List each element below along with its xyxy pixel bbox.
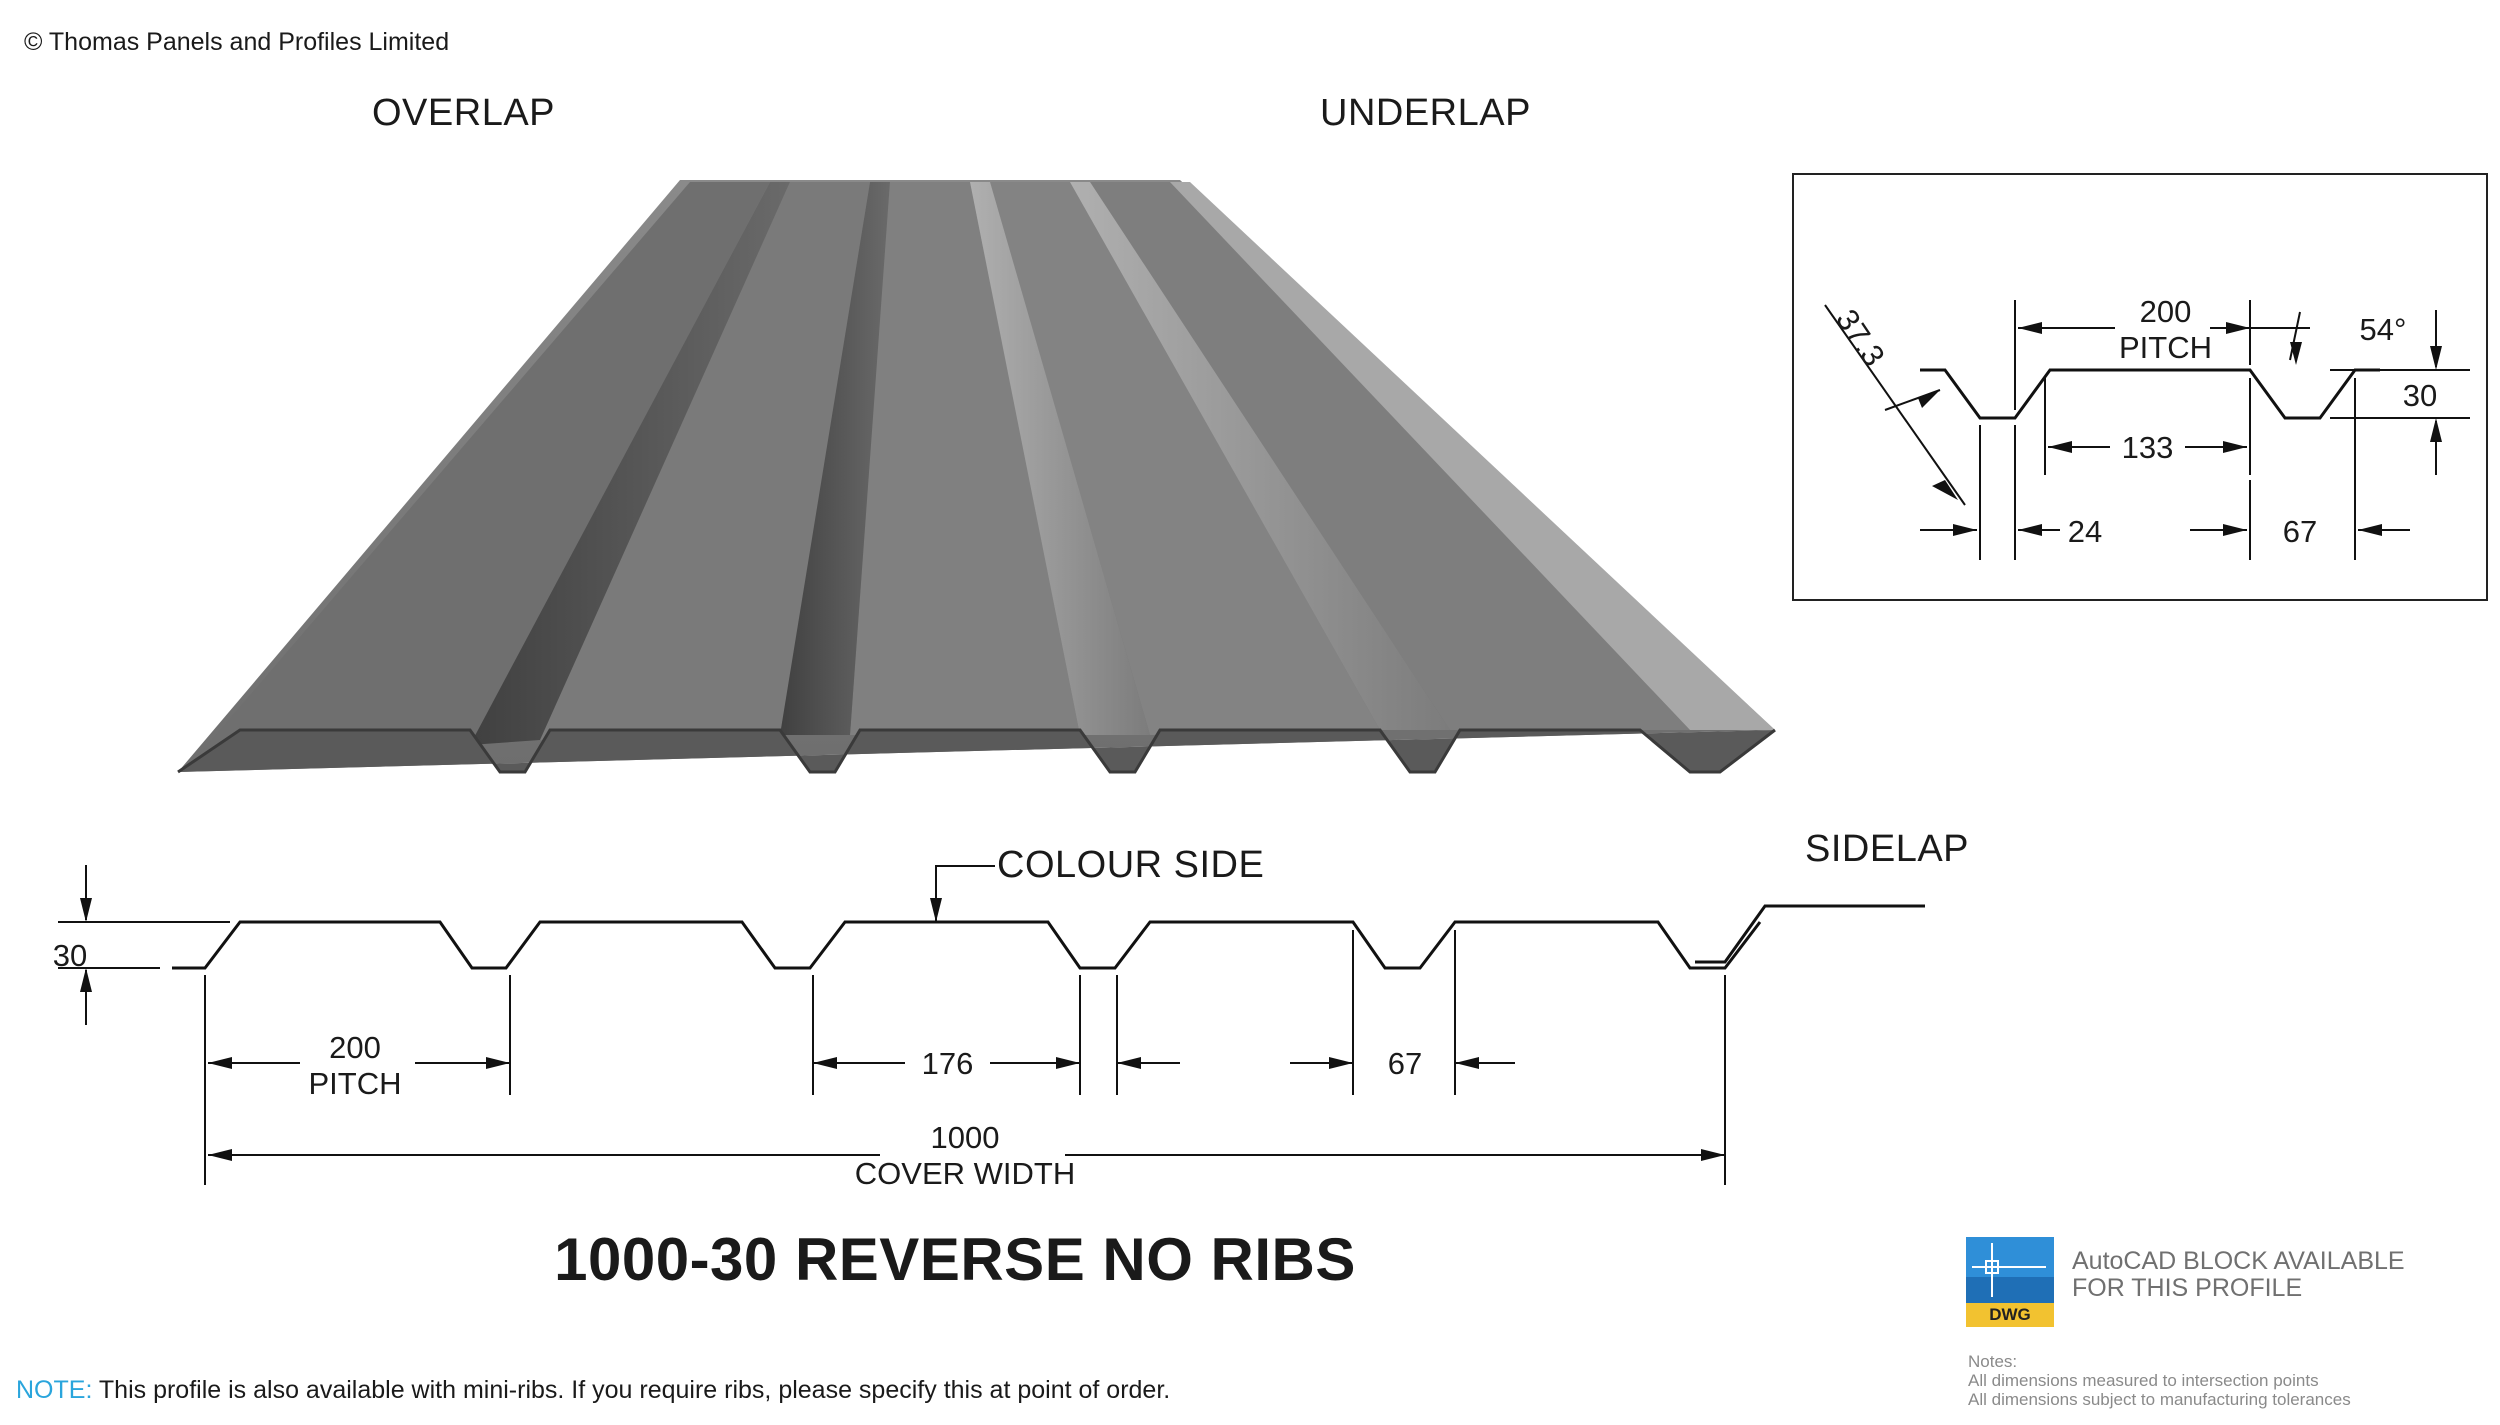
panel-flat-4	[990, 182, 1380, 735]
underlap-label: UNDERLAP	[1320, 92, 1531, 134]
panel-flat-2	[540, 182, 870, 740]
sidelap-profile	[1695, 904, 1925, 964]
inset-crown-dim: 133	[2121, 430, 2174, 465]
inset-pitch-value: 200	[2139, 294, 2192, 329]
note-line: NOTE: This profile is also available wit…	[16, 1376, 1170, 1405]
panel-flat-3	[850, 182, 1080, 735]
sidelap-label: SIDELAP	[1805, 828, 1970, 870]
autocad-line-1: AutoCAD BLOCK AVAILABLE	[2072, 1247, 2405, 1275]
notes-line-1: All dimensions measured to intersection …	[1968, 1371, 2319, 1390]
dwg-file-icon[interactable]: DWG	[1966, 1237, 2054, 1327]
autocad-line-2: FOR THIS PROFILE	[2072, 1274, 2303, 1302]
section-trough-dim: 67	[1387, 1046, 1423, 1081]
copyright-text: © Thomas Panels and Profiles Limited	[24, 28, 450, 56]
cover-width-value: 1000	[930, 1120, 1000, 1155]
inset-bottom-dim: 24	[2067, 514, 2103, 549]
overlap-label: OVERLAP	[372, 92, 556, 134]
profile-title: 1000-30 REVERSE NO RIBS	[554, 1226, 1356, 1293]
inset-trough-dim: 67	[2282, 514, 2318, 549]
panel-rib-5	[1170, 182, 1775, 730]
note-keyword: NOTE:	[16, 1376, 93, 1404]
section-crown-dim: 176	[921, 1046, 974, 1081]
inset-height-dim: 30	[2402, 378, 2438, 413]
colour-side-label: COLOUR SIDE	[997, 844, 1265, 886]
section-height-dim: 30	[52, 938, 88, 973]
autocad-availability: AutoCAD BLOCK AVAILABLE FOR THIS PROFILE	[2072, 1248, 2405, 1302]
cover-width-label: COVER WIDTH	[854, 1156, 1076, 1191]
inset-pitch-label: PITCH	[2119, 330, 2212, 365]
section-pitch-label: PITCH	[308, 1066, 402, 1101]
panel-flat-1	[190, 182, 770, 765]
inset-profile	[1920, 368, 2380, 420]
notes-heading: Notes:	[1968, 1352, 2018, 1371]
panel-rib-2	[780, 182, 890, 735]
panel-rib-3	[970, 182, 1150, 735]
panel-front-edge	[177, 728, 1776, 774]
inset-angle-dim: 54°	[2359, 312, 2407, 347]
notes-line-2: All dimensions subject to manufacturing …	[1968, 1390, 2351, 1409]
notes-block: Notes: All dimensions measured to inters…	[1968, 1352, 2351, 1409]
panel-flat-5	[1090, 182, 1690, 730]
panel-rib-4	[1070, 182, 1450, 730]
section-profile	[172, 920, 1762, 970]
dwg-badge-label: DWG	[1989, 1305, 2031, 1324]
note-text: This profile is also available with mini…	[92, 1376, 1171, 1404]
inset-detail-box	[1792, 173, 2488, 601]
section-pitch-value: 200	[329, 1030, 381, 1065]
panel-rib-1	[470, 182, 790, 745]
